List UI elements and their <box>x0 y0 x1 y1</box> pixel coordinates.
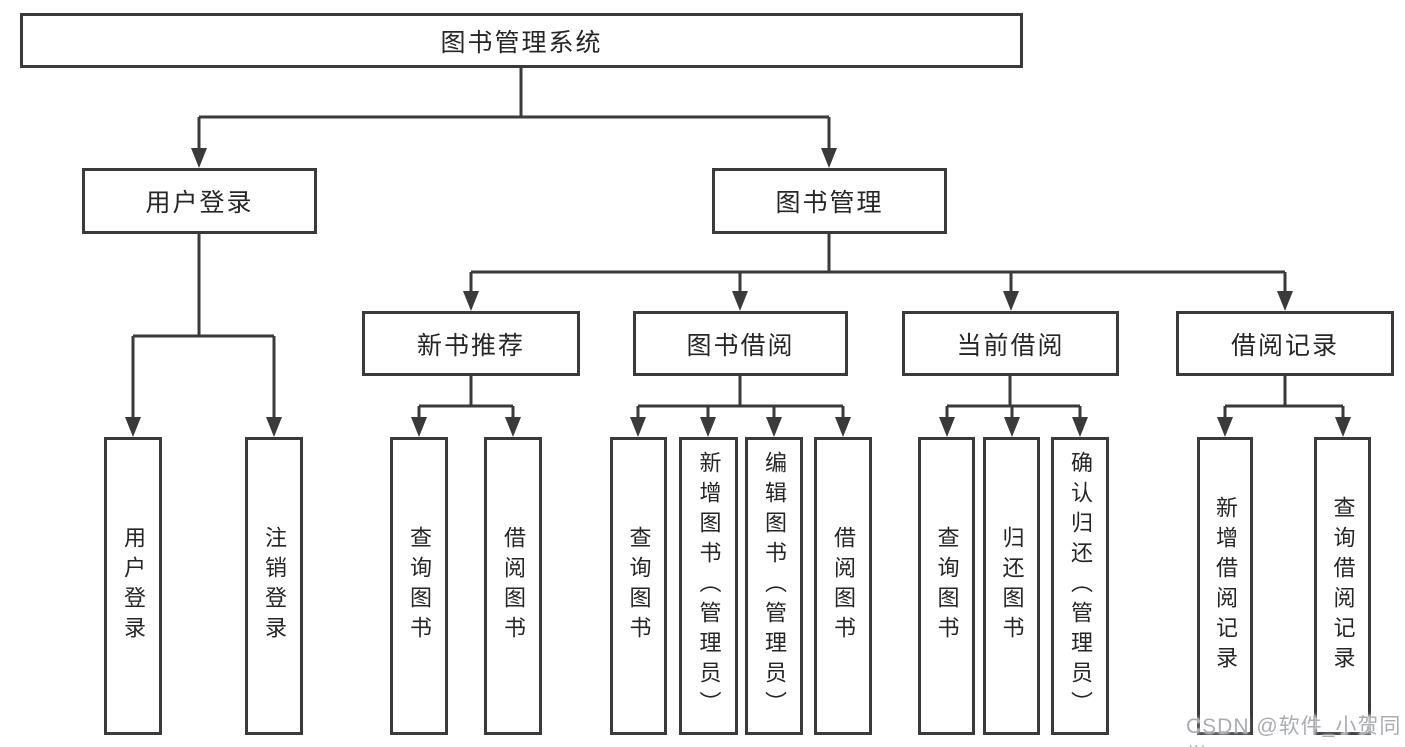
node-newbook-query-books: 查询图书 <box>390 437 448 735</box>
node-current-confirm-return-admin: 确认归还（管理员） <box>1051 437 1109 735</box>
node-system-root: 图书管理系统 <box>20 13 1023 68</box>
node-borrowing-query-books: 查询图书 <box>610 437 667 735</box>
node-borrow-records: 借阅记录 <box>1176 311 1394 376</box>
arrowhead-icons <box>125 148 1351 437</box>
connector-paths <box>131 68 1345 420</box>
node-user-login-action: 用户登录 <box>104 437 162 735</box>
node-user-login: 用户登录 <box>82 168 317 234</box>
node-borrowing-borrow-books: 借阅图书 <box>814 437 872 735</box>
node-logout-action: 注销登录 <box>245 437 303 735</box>
node-borrowing-add-books-admin: 新增图书（管理员） <box>679 437 738 735</box>
node-book-borrowing: 图书借阅 <box>633 311 848 376</box>
node-book-management: 图书管理 <box>712 168 947 234</box>
watermark: CSDN @软件_小贺同学 <box>1186 715 1402 747</box>
node-current-borrowing: 当前借阅 <box>902 311 1119 376</box>
node-records-add-record: 新增借阅记录 <box>1197 437 1253 735</box>
node-newbook-borrow-books: 借阅图书 <box>484 437 542 735</box>
node-borrowing-edit-books-admin: 编辑图书（管理员） <box>745 437 803 735</box>
node-new-book-recommend: 新书推荐 <box>362 311 580 376</box>
node-records-query-record: 查询借阅记录 <box>1314 437 1371 735</box>
node-current-query-books: 查询图书 <box>918 437 975 735</box>
node-current-return-books: 归还图书 <box>983 437 1040 735</box>
